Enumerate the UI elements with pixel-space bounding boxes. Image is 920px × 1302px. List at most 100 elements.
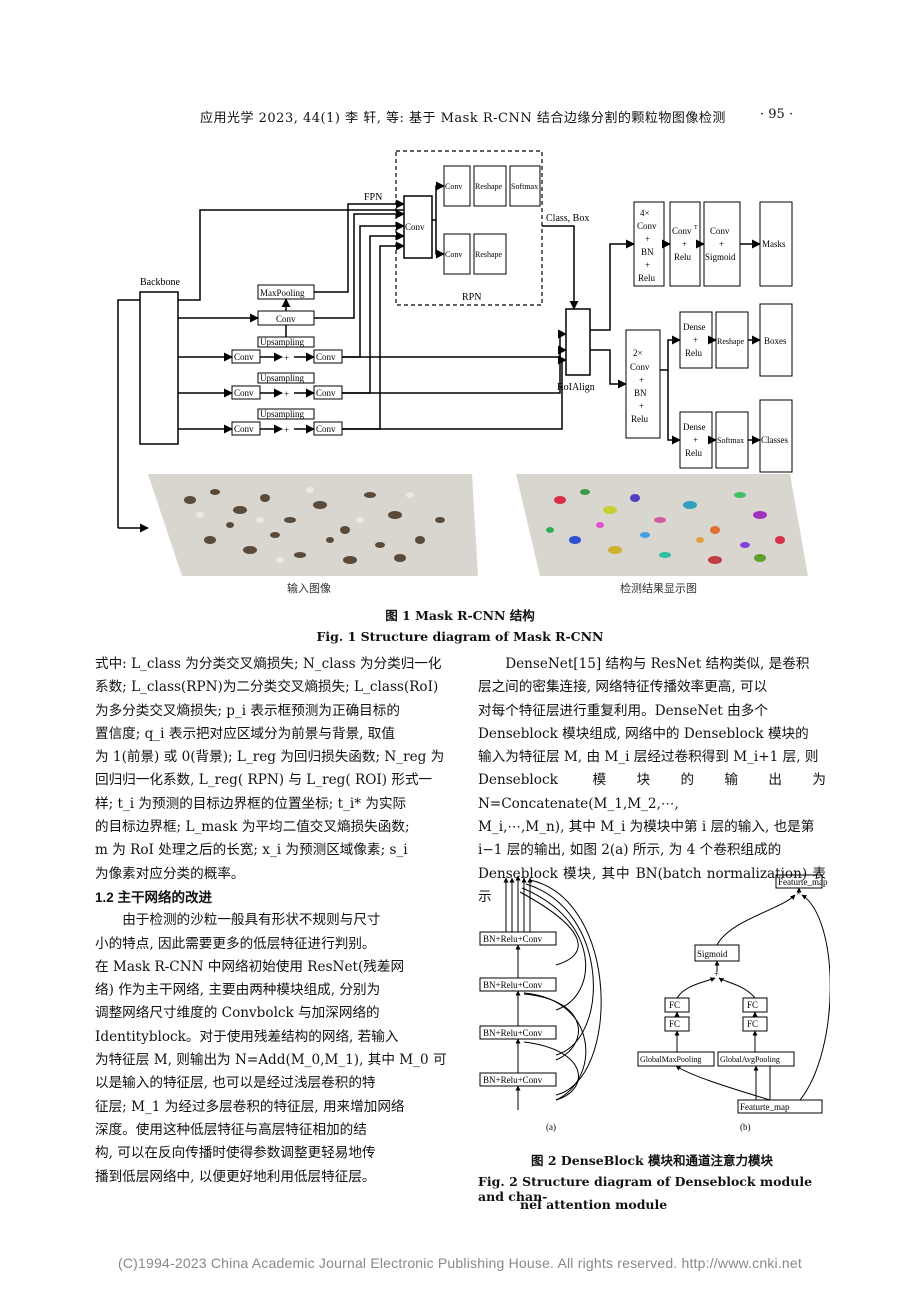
bn-block-label-3: BN+Relu+Conv (483, 1028, 543, 1038)
convsig-l2: + (719, 239, 724, 249)
label-conv-r1: Conv (316, 352, 336, 362)
label-maxpooling: MaxPooling (260, 288, 305, 298)
text-line: Denseblock 模块组成, 网络中的 Denseblock 模块的 (478, 725, 809, 742)
label-reshape-bottom: Reshape (475, 250, 503, 259)
feature-map-top: Featurte_map (778, 877, 828, 887)
label-upsampling-1: Upsampling (260, 337, 304, 347)
conv2-l3: + (639, 375, 644, 385)
text-line: 在 Mask R-CNN 中网络初始使用 ResNet(残差网 (95, 958, 405, 975)
dense1-l2: + (693, 335, 698, 345)
label-plus: + (714, 969, 719, 979)
label-roialign: RoIAlign (557, 382, 595, 393)
conv2-l6: Relu (631, 414, 648, 424)
conv2-l5: + (639, 401, 644, 411)
label-gap: GlobalAvgPooling (720, 1055, 780, 1064)
label-conv-l2: Conv (234, 388, 254, 398)
text-line: 征层; M_1 为经过多层卷积的特征层, 用来增加网络 (95, 1098, 405, 1115)
left-column: 式中: L_class 为分类交叉熵损失; N_class 为分类归一化 系数;… (95, 653, 463, 1189)
backbone-box (139, 291, 179, 445)
convt-sup: T (694, 225, 698, 231)
text-line: 由于检测的沙粒一般具有形状不规则与尺寸 (122, 912, 381, 929)
convsig-l1: Conv (710, 226, 730, 236)
label-reshape-head: Reshape (717, 337, 745, 346)
copyright-footer: (C)1994-2023 China Academic Journal Elec… (118, 1255, 802, 1271)
section-title-1-2: 1.2 主干网络的改进 (95, 889, 213, 905)
bn-block-label-2: BN+Relu+Conv (483, 980, 543, 990)
conv4-l5: + (645, 260, 650, 270)
label-rpn-conv: Conv (405, 222, 425, 232)
label-gmp: GlobalMaxPooling (640, 1055, 701, 1064)
label-conv-l3: Conv (234, 424, 254, 434)
dense2-l3: Relu (685, 448, 702, 458)
fc-label-2: FC (747, 1000, 758, 1010)
conv4-l1: 4× (640, 208, 650, 218)
dense2-l2: + (693, 435, 698, 445)
input-image (148, 474, 478, 576)
label-conv-main: Conv (276, 314, 296, 324)
bn-block-label-1: BN+Relu+Conv (483, 934, 543, 944)
dense2-l1: Dense (683, 422, 706, 432)
label-upsampling-3: Upsampling (260, 409, 304, 419)
label-softmax-head: Softmax (717, 436, 744, 445)
roialign-box (565, 308, 591, 376)
text-line: 回归归一化系数, L_reg( RPN) 与 L_reg( ROI) 形式一 (95, 772, 433, 789)
left-paragraph-1: 式中: L_class 为分类交叉熵损失; N_class 为分类归一化 系数;… (95, 653, 463, 886)
text-line: 调整网络尺寸维度的 Convbolck 与加深网络的 (95, 1005, 380, 1022)
text-line: 输入为特征层 M, 由 M_i 层经过卷积得到 M_i+1 层, 则 (478, 749, 819, 766)
text-line: Denseblock 模块, 其中 BN(batch normalization… (478, 865, 826, 905)
text-line: 为特征层 M, 则输出为 N=Add(M_0,M_1), 其中 M_0 可 (95, 1052, 447, 1069)
fig1-caption-en: Fig. 1 Structure diagram of Mask R-CNN (316, 629, 604, 644)
dense1-l1: Dense (683, 322, 706, 332)
fig1-caption-cn: 图 1 Mask R-CNN 结构 (385, 608, 535, 623)
bn-block-label-4: BN+Relu+Conv (483, 1075, 543, 1085)
label-classes: Classes (761, 435, 788, 445)
conv4-l4: BN (641, 247, 654, 257)
feature-map-bottom: Featurte_map (740, 1102, 790, 1112)
label-times: × (796, 888, 801, 898)
text-line: 小的特点, 因此需要更多的低层特征进行判别。 (95, 935, 376, 952)
fc-label-4: FC (747, 1019, 758, 1029)
text-line: Identityblock。对于使用残差结构的网络, 若输入 (95, 1028, 399, 1045)
fig2-caption-en-1: Fig. 2 Structure diagram of Denseblock m… (478, 1174, 813, 1204)
conv4-l6: Relu (638, 273, 655, 283)
text-line: 为像素对应分类的概率。 (95, 865, 245, 882)
label-result-image: 检测结果显示图 (620, 581, 697, 595)
label-masks: Masks (762, 239, 786, 249)
conv2-l4: BN (634, 388, 647, 398)
text-line: DenseNet[15] 结构与 ResNet 结构类似, 是卷积 (505, 656, 810, 672)
text-line: 深度。使用这种低层特征与高层特征相加的结 (95, 1121, 367, 1138)
result-image (516, 474, 808, 576)
label-input-image: 输入图像 (287, 581, 331, 595)
label-conv-r2: Conv (316, 388, 336, 398)
text-line: 层之间的密集连接, 网络特征传播效率更高, 可以 (478, 679, 768, 696)
text-line: 样; t_i 为预测的目标边界框的位置坐标; t_i* 为实际 (95, 795, 407, 812)
label-rpn: RPN (462, 292, 481, 303)
text-line: 系数; L_class(RPN)为二分类交叉熵损失; L_class(RoI) (95, 679, 439, 696)
fc-label-1: FC (669, 1000, 680, 1010)
label-conv-r3: Conv (316, 424, 336, 434)
label-rpn-conv-bottom: Conv (445, 250, 462, 259)
text-line: 置信度; q_i 表示把对应区域分为前景与背景, 取值 (95, 725, 395, 742)
text-line: 播到低层网络中, 以便更好地利用低层特征层。 (95, 1168, 376, 1185)
fig2-caption-en-2: nel attention module (520, 1197, 668, 1212)
text-line: m 为 RoI 处理之后的长宽; x_i 为预测区域像素; s_i (95, 842, 408, 859)
text-line: Denseblock 模块的输出为 N=Concatenate(M_1,M_2,… (478, 772, 826, 812)
label-plus-1: + (284, 353, 289, 363)
text-line: 的目标边界框; L_mask 为平均二值交叉熵损失函数; (95, 819, 410, 836)
label-plus-2: + (284, 389, 289, 399)
label-conv-l1: Conv (234, 352, 254, 362)
text-line: 对每个特征层进行重复利用。DenseNet 由多个 (478, 702, 768, 719)
text-line: M_i,⋯,M_n), 其中 M_i 为模块中第 i 层的输入, 也是第 (478, 819, 815, 836)
convt-l2: + (682, 239, 687, 249)
conv2-l2: Conv (630, 362, 650, 372)
label-backbone: Backbone (140, 277, 181, 288)
label-fpn: FPN (364, 192, 382, 203)
label-softmax-top: Softmax (511, 182, 538, 191)
label-rpn-conv-top: Conv (445, 182, 462, 191)
fig2-caption-cn: 图 2 DenseBlock 模块和通道注意力模块 (530, 1153, 774, 1168)
text-line: 构, 可以在反向传播时使得参数调整更轻易地传 (95, 1145, 376, 1162)
text-line: 以是输入的特征层, 也可以是经过浅层卷积的特 (95, 1075, 376, 1092)
conv4-l2: Conv (637, 221, 657, 231)
left-paragraph-2: 由于检测的沙粒一般具有形状不规则与尺寸 小的特点, 因此需要更多的低层特征进行判… (95, 909, 463, 1189)
label-sigmoid: Sigmoid (697, 949, 728, 959)
